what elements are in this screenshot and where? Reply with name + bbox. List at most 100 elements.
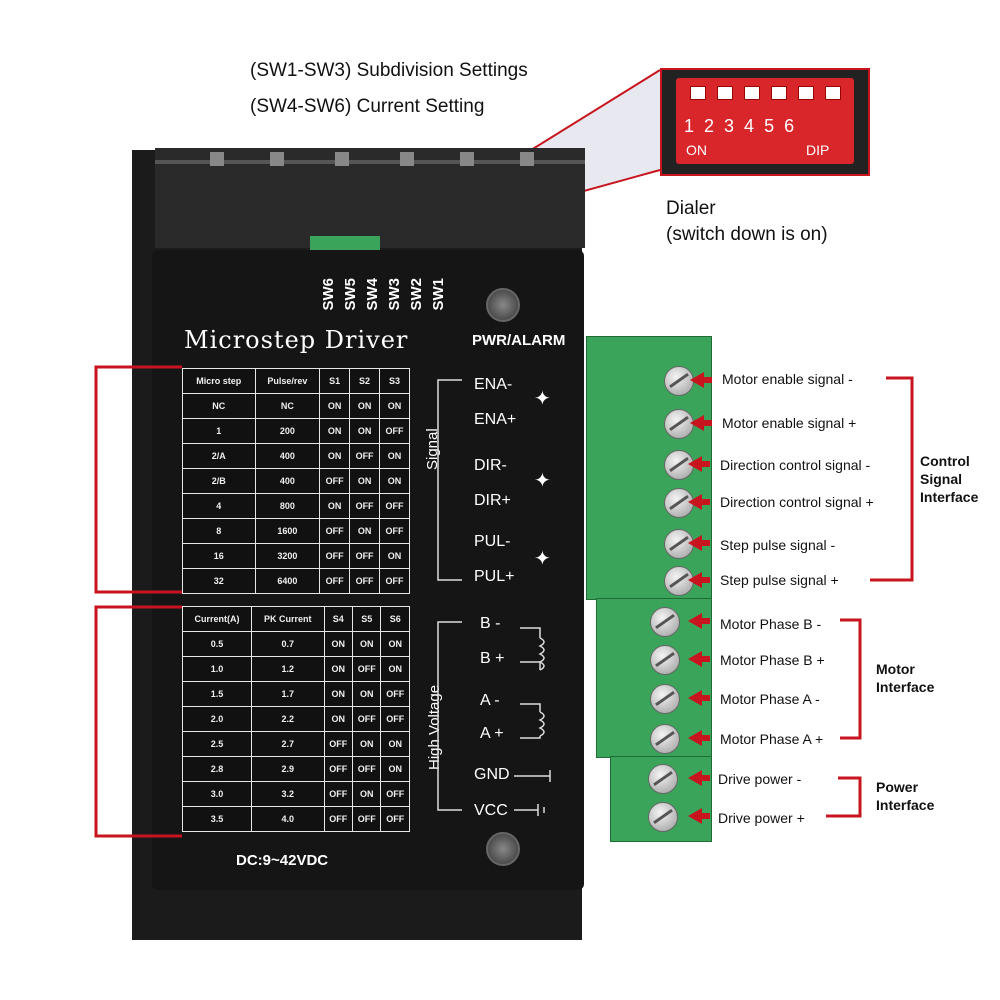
table-cell: ON <box>352 631 382 657</box>
dialer-title: Dialer <box>666 198 716 219</box>
table-cell: OFF <box>323 756 354 782</box>
table-cell: ON <box>349 393 381 419</box>
table-cell: 3.0 <box>182 781 252 807</box>
table-cell: ON <box>379 443 410 469</box>
optocoupler-icon: ✦ <box>534 388 551 410</box>
wire-label-drive-minus: Drive power - <box>718 771 802 787</box>
table-cell: 0.7 <box>250 631 325 657</box>
terminal-a-minus: A - <box>480 692 500 709</box>
table-cell: OFF <box>319 468 351 494</box>
dip-switch-body: 123456 ON DIP <box>676 78 854 164</box>
left-brackets <box>94 365 182 838</box>
dip-switch-zoom: 123456 ON DIP <box>660 68 870 176</box>
optocoupler-icon: ✦ <box>534 548 551 570</box>
arrow-left-icon <box>688 651 710 667</box>
table-cell: OFF <box>349 568 381 594</box>
terminal-screw-icon <box>650 645 680 675</box>
table-cell: 6400 <box>254 568 321 594</box>
terminal-b-plus: B + <box>480 650 505 667</box>
wire-label-drive-plus: Drive power + <box>718 810 805 826</box>
current_table-header-cell: S6 <box>380 606 410 632</box>
table-cell: OFF <box>379 568 410 594</box>
terminal-a-plus: A + <box>480 725 504 742</box>
wire-label-dir-plus: Direction control signal + <box>720 494 874 510</box>
table-cell: 2.9 <box>250 756 325 782</box>
wire-label-ena-minus: Motor enable signal - <box>722 371 853 387</box>
dip-toggle <box>825 86 841 100</box>
arrow-left-icon <box>688 456 710 472</box>
arrow-left-icon <box>688 535 710 551</box>
dip-numbers: 123456 <box>684 116 805 136</box>
pwr-alarm-label: PWR/ALARM <box>472 332 566 349</box>
table-cell: ON <box>379 393 410 419</box>
power-symbol-icon <box>514 770 551 816</box>
terminal-pul-minus: PUL- <box>474 533 511 550</box>
wire-label-b-plus: Motor Phase B + <box>720 652 825 668</box>
wire-label-b-minus: Motor Phase B - <box>720 616 822 632</box>
terminal-vcc: VCC <box>474 802 508 819</box>
arrow-left-icon <box>688 690 710 706</box>
table-cell: 200 <box>254 418 321 444</box>
terminal-screw-icon <box>650 684 680 714</box>
dialer-note: (switch down is on) <box>666 224 828 245</box>
optocoupler-icon: ✦ <box>534 470 551 492</box>
wire-label-ena-plus: Motor enable signal + <box>722 415 857 431</box>
terminal-dir-plus: DIR+ <box>474 492 511 509</box>
terminal-ena-minus: ENA- <box>474 376 513 393</box>
table-cell: 3.5 <box>182 806 252 832</box>
wire-label-pul-plus: Step pulse signal + <box>720 572 839 588</box>
microstep_table-header-cell: Pulse/rev <box>254 368 321 394</box>
dip-switch-on-board <box>310 236 380 250</box>
table-cell: ON <box>349 468 381 494</box>
terminal-ena-plus: ENA+ <box>474 411 517 428</box>
wire-label-dir-minus: Direction control signal - <box>720 457 871 473</box>
current_table-header-cell: PK Current <box>250 606 325 632</box>
screw-top-icon <box>486 288 520 322</box>
arrow-left-icon <box>688 808 710 824</box>
heatsink-fins <box>155 148 585 248</box>
driver-title: Microstep Driver <box>184 326 409 354</box>
table-cell: OFF <box>352 656 382 682</box>
terminal-gnd: GND <box>474 766 510 783</box>
dc-voltage-label: DC:9~42VDC <box>236 852 329 869</box>
table-cell: ON <box>323 681 354 707</box>
coil-icon <box>520 627 545 739</box>
current_table-header-cell: Current(A) <box>182 606 252 632</box>
table-cell: OFF <box>380 781 410 807</box>
terminal-screw-icon <box>664 366 694 396</box>
table-cell: ON <box>352 681 382 707</box>
terminal-screw-icon <box>648 764 678 794</box>
table-cell: OFF <box>323 731 354 757</box>
arrow-left-icon <box>690 415 712 431</box>
table-cell: 1600 <box>254 518 321 544</box>
table-cell: OFF <box>380 806 410 832</box>
table-cell: OFF <box>352 806 382 832</box>
dip-on-label: ON <box>686 142 707 158</box>
table-cell: 2/B <box>182 468 256 494</box>
screw-bottom-icon <box>486 832 520 866</box>
wire-label-a-minus: Motor Phase A - <box>720 691 820 707</box>
terminal-screw-icon <box>648 802 678 832</box>
terminal-pul-plus: PUL+ <box>474 568 515 585</box>
microstep_table-header-cell: Micro step <box>182 368 256 394</box>
table-cell: 4.0 <box>250 806 325 832</box>
terminal-screw-icon <box>650 724 680 754</box>
arrow-left-icon <box>688 494 710 510</box>
arrow-left-icon <box>690 372 712 388</box>
terminal-screw-icon <box>664 409 694 439</box>
